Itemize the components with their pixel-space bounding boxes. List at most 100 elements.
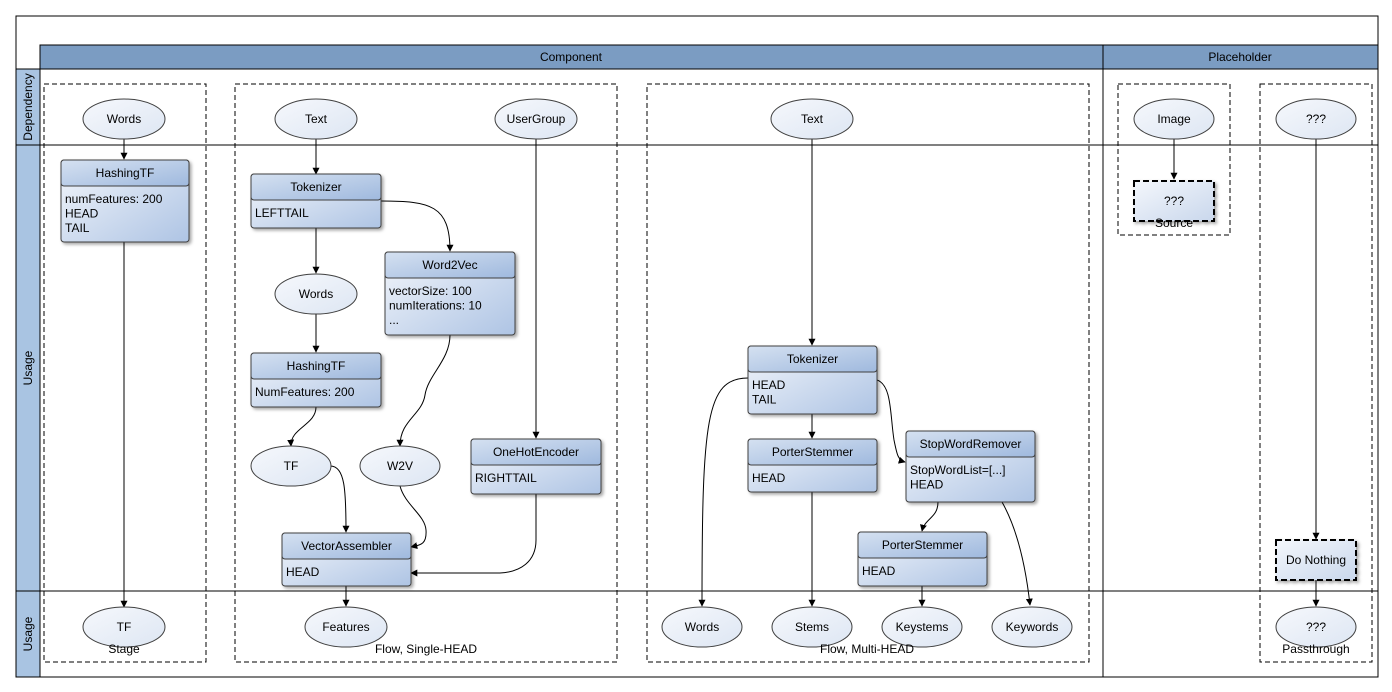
node-title-bar bbox=[250, 173, 382, 201]
node-property: HEAD bbox=[752, 378, 786, 392]
do-nothing-box bbox=[1275, 539, 1357, 581]
component-column-title: Component bbox=[540, 50, 603, 64]
ellipse-shape bbox=[770, 98, 854, 140]
node-property: LEFTTAIL bbox=[255, 206, 309, 220]
ellipse-shape bbox=[274, 273, 358, 315]
ellipse-shape bbox=[881, 606, 963, 648]
node-title-bar bbox=[281, 532, 412, 560]
ellipse-g1-words: Words bbox=[82, 98, 166, 140]
edge-onehot-vectorassembler bbox=[410, 494, 537, 577]
ellipse-shape bbox=[494, 98, 578, 140]
connectors bbox=[120, 139, 1320, 608]
ellipse-label: Keystems bbox=[896, 620, 949, 634]
ellipse-g3-words: Words bbox=[661, 606, 743, 648]
node-title-bar bbox=[747, 345, 878, 373]
node-property: RIGHTTAIL bbox=[475, 471, 537, 485]
ellipse-g4-image: Image bbox=[1133, 98, 1215, 140]
ellipse-g5-q-bottom: ??? bbox=[1275, 606, 1357, 648]
ellipse-label: Features bbox=[322, 620, 369, 634]
node-property: numFeatures: 200 bbox=[65, 192, 163, 206]
node-property: HEAD bbox=[752, 471, 786, 485]
source-placeholder-box bbox=[1133, 180, 1215, 222]
node-title-bar bbox=[384, 251, 516, 279]
group-flow-multi bbox=[646, 83, 1090, 663]
group-stage bbox=[43, 83, 207, 663]
node-title-bar bbox=[857, 531, 988, 559]
dependency-lane-header bbox=[15, 68, 41, 146]
ellipse-shape bbox=[274, 98, 358, 140]
edge-w2v-vectorassembler bbox=[399, 485, 427, 550]
ellipse-g2-words: Words bbox=[274, 273, 358, 315]
node-title: Tokenizer bbox=[787, 352, 838, 366]
node-title: HashingTF bbox=[96, 166, 155, 180]
do-nothing-label: Do Nothing bbox=[1286, 553, 1346, 567]
edge-tokenizer-stopword bbox=[876, 379, 906, 464]
edge-stopword-keywords bbox=[1001, 501, 1033, 606]
usage-lane-title-mid: Usage bbox=[21, 350, 35, 385]
node-title: StopWordRemover bbox=[920, 437, 1022, 451]
component-column-header bbox=[39, 44, 1104, 70]
ellipse-shape bbox=[991, 606, 1073, 648]
group-passthrough-caption: Passthrough bbox=[1282, 642, 1349, 656]
ellipse-g5-q-top: ??? bbox=[1275, 98, 1357, 140]
node-property: TAIL bbox=[752, 393, 777, 407]
node-title: PorterStemmer bbox=[772, 445, 853, 459]
ellipse-g3-keywords: Keywords bbox=[991, 606, 1073, 648]
ellipse-shape bbox=[82, 98, 166, 140]
ellipse-shape bbox=[1275, 98, 1357, 140]
node-property: HEAD bbox=[910, 478, 944, 492]
node-title: Word2Vec bbox=[422, 258, 477, 272]
node-title: HashingTF bbox=[287, 359, 346, 373]
ellipse-shape bbox=[1275, 606, 1357, 648]
usage-lane-header-bottom bbox=[15, 590, 41, 678]
ellipse-label: ??? bbox=[1306, 620, 1326, 634]
source-placeholder-label: ??? bbox=[1164, 194, 1184, 208]
ellipse-g2-text: Text bbox=[274, 98, 358, 140]
ellipse-label: Text bbox=[801, 112, 824, 126]
node-title: OneHotEncoder bbox=[493, 445, 579, 459]
usage-lane-title-bottom: Usage bbox=[21, 616, 35, 651]
group-passthrough bbox=[1259, 83, 1373, 663]
edge-tokenizer-word2vec bbox=[380, 200, 454, 252]
ellipse-shape bbox=[304, 606, 388, 648]
node-property: ... bbox=[389, 313, 399, 327]
ellipse-g3-stems: Stems bbox=[771, 606, 853, 648]
group-source bbox=[1117, 83, 1231, 236]
ellipse-g2-w2v: W2V bbox=[359, 445, 441, 487]
dependency-lane-title: Dependency bbox=[21, 73, 35, 140]
node-property: StopWordList=[...] bbox=[910, 463, 1006, 477]
ellipse-g2-usergroup: UserGroup bbox=[494, 98, 578, 140]
placeholder-source-node: ??? bbox=[1133, 180, 1215, 222]
edge-stopword-porterstemmer2 bbox=[920, 501, 939, 532]
node-property: numIterations: 10 bbox=[389, 299, 482, 313]
placeholder-column-title: Placeholder bbox=[1208, 50, 1271, 64]
node-title-bar bbox=[470, 438, 602, 466]
ellipse-label: W2V bbox=[387, 459, 413, 473]
group-source-caption: Source bbox=[1155, 216, 1193, 230]
ellipse-shape bbox=[771, 606, 853, 648]
node-title-bar bbox=[905, 430, 1036, 458]
ellipse-label: Stems bbox=[795, 620, 829, 634]
node-property: HEAD bbox=[65, 207, 99, 221]
ellipse-g3-keystems: Keystems bbox=[881, 606, 963, 648]
ellipse-label: ??? bbox=[1306, 112, 1326, 126]
ellipse-label: Image bbox=[1157, 112, 1191, 126]
placeholder-column-header bbox=[1102, 44, 1379, 70]
edge-tokenizer-words3 bbox=[698, 377, 749, 607]
ellipse-shape bbox=[661, 606, 743, 648]
ellipse-g2-features: Features bbox=[304, 606, 388, 648]
ellipse-label: TF bbox=[284, 459, 299, 473]
node-property: HEAD bbox=[286, 565, 320, 579]
ellipse-shape bbox=[82, 606, 166, 648]
